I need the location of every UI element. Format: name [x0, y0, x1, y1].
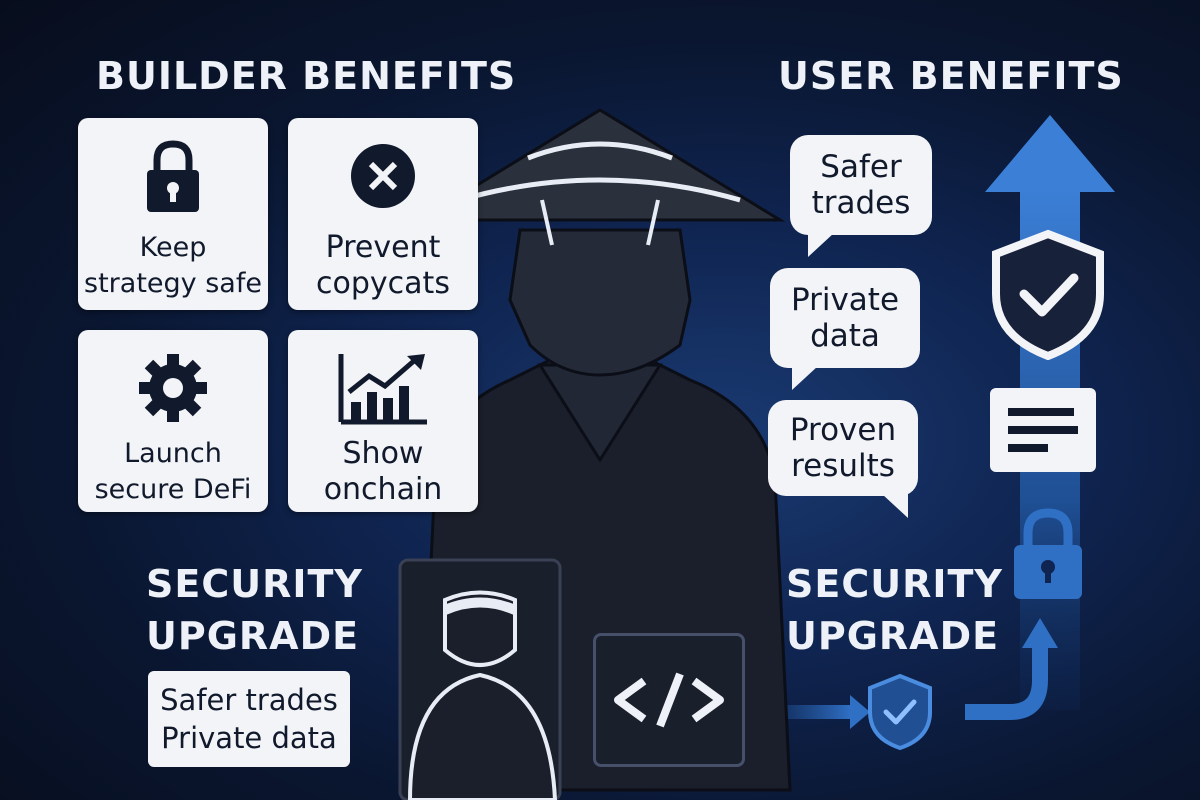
speech-bubble-private-data: Private data	[770, 268, 920, 390]
padlock-icon	[143, 140, 203, 212]
benefit-card-prevent-copycats: Prevent copycats	[288, 118, 478, 310]
benefit-card-keep-strategy: Keep strategy safe	[78, 118, 268, 310]
document-lines-icon	[990, 388, 1096, 472]
small-shield-check-icon	[868, 673, 932, 751]
security-upgrade-heading-right: SECURITY UPGRADE	[786, 562, 1003, 658]
card-label: Prevent copycats	[316, 230, 450, 301]
card-label: Keep strategy safe	[84, 232, 262, 299]
speech-bubble-safer-trades: Safer trades	[790, 135, 932, 257]
blue-padlock-icon	[1014, 508, 1082, 599]
builder-benefits-heading: BUILDER BENEFITS	[96, 54, 517, 98]
gear-icon	[135, 352, 211, 424]
code-icon	[593, 633, 745, 767]
card-label: Show onchain	[323, 436, 443, 507]
rising-chart-icon	[335, 352, 431, 425]
benefit-card-launch-defi: Launch secure DeFi	[78, 330, 268, 512]
x-circle-icon	[347, 140, 419, 212]
user-benefits-heading: USER BENEFITS	[778, 54, 1124, 98]
shield-check-icon	[992, 229, 1104, 360]
user-avatar-silhouette	[407, 590, 558, 800]
benefit-card-show-onchain: Show onchain	[288, 330, 478, 512]
security-summary-box: Safer trades Private data	[148, 671, 350, 767]
card-label: Launch secure DeFi	[94, 438, 252, 505]
speech-bubble-proven-results: Proven results	[768, 400, 918, 518]
security-upgrade-heading-left: SECURITY UPGRADE	[146, 562, 363, 658]
